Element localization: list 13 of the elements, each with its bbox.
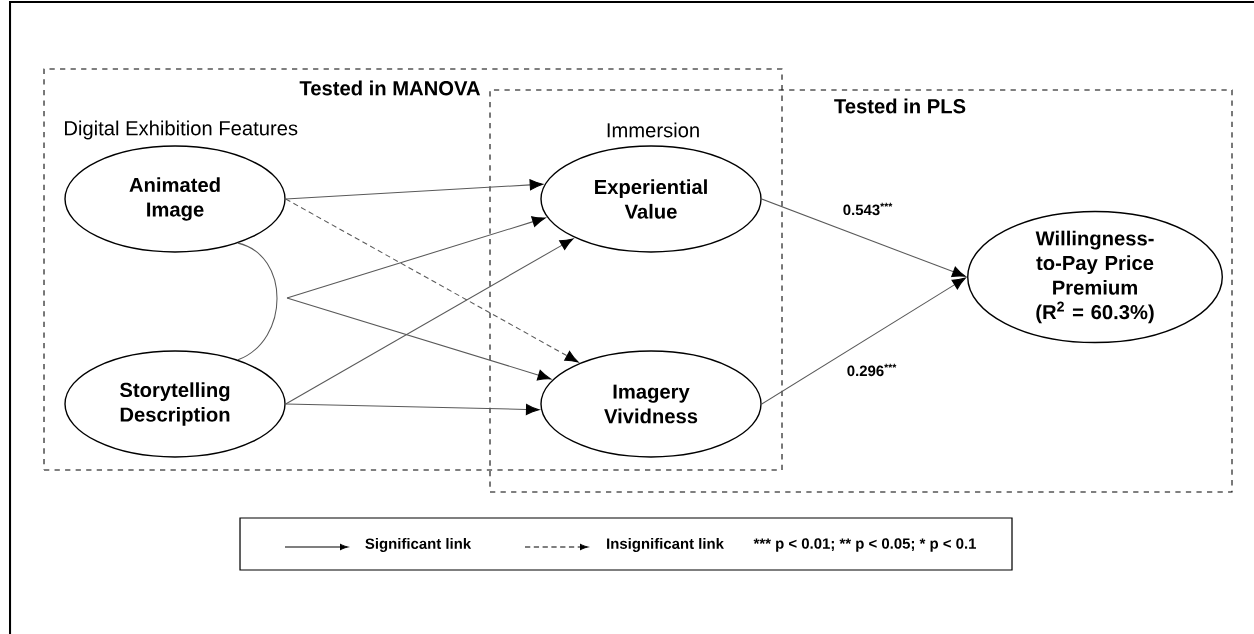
arrow [285,238,574,405]
arrow [285,179,544,200]
edge-label: 0.543$^{***}$ [843,202,893,216]
arrow [761,198,966,278]
legend-text: Insignificant link [607,538,724,552]
legend-text: Significant link [365,538,472,552]
arrow [285,403,540,415]
significance-note: *** p < 0.01; ** p < 0.05; * p < 0.1 [753,538,976,552]
edge-label: 0.296$^{***}$ [847,363,897,377]
arrow [286,216,546,299]
arrow [285,198,579,363]
arrow [286,297,552,381]
arrow [761,277,966,405]
